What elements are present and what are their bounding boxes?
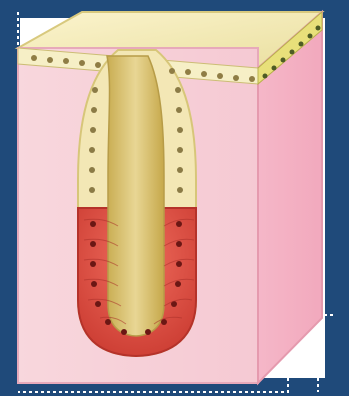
lumen [107,56,164,336]
